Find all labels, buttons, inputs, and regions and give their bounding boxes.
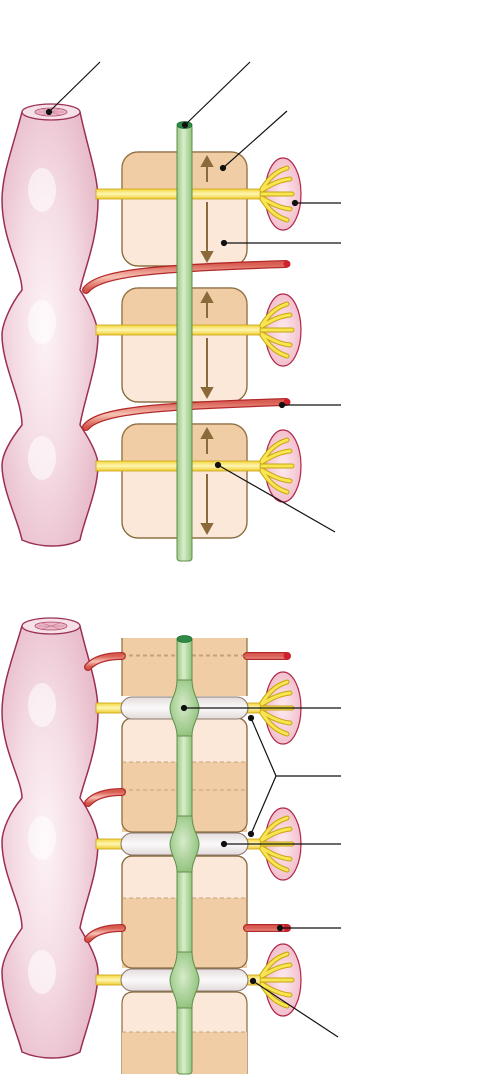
lower-panel [1, 617, 341, 1075]
vessel-highlight [28, 816, 56, 860]
leader-disc-pair [250, 717, 277, 777]
leader-bud-lower [252, 980, 339, 1038]
vessel-lower [1, 617, 99, 1059]
double-arrow-icon [200, 154, 214, 264]
vessel-highlight [28, 436, 56, 480]
leader-vessel-lumen [48, 61, 101, 113]
root-upper-1 [82, 260, 291, 294]
upper-panel [1, 61, 341, 562]
vessel-upper [1, 103, 99, 547]
double-arrow-icon [200, 290, 214, 400]
double-arrow-icon [200, 426, 214, 536]
cord-swelling [169, 815, 200, 873]
root-upper-2 [82, 398, 291, 431]
cord-upper [176, 121, 193, 562]
leader-cord-top [184, 61, 251, 126]
root-lower-2 [84, 788, 126, 807]
leader-branch [217, 464, 336, 533]
cord-lower [169, 635, 200, 1075]
vessel-highlight [28, 300, 56, 344]
leader-lines-upper [45, 61, 341, 533]
vessel-highlight [28, 168, 56, 212]
leader-lines-lower [180, 704, 341, 1038]
vessel-highlight [28, 950, 56, 994]
cord-swelling [169, 951, 200, 1009]
leader-disc-pair [250, 775, 277, 835]
root-lower-1 [84, 652, 291, 671]
cord-top [176, 635, 193, 643]
vessel-highlight [28, 683, 56, 727]
leader-segment-upper [222, 110, 288, 169]
